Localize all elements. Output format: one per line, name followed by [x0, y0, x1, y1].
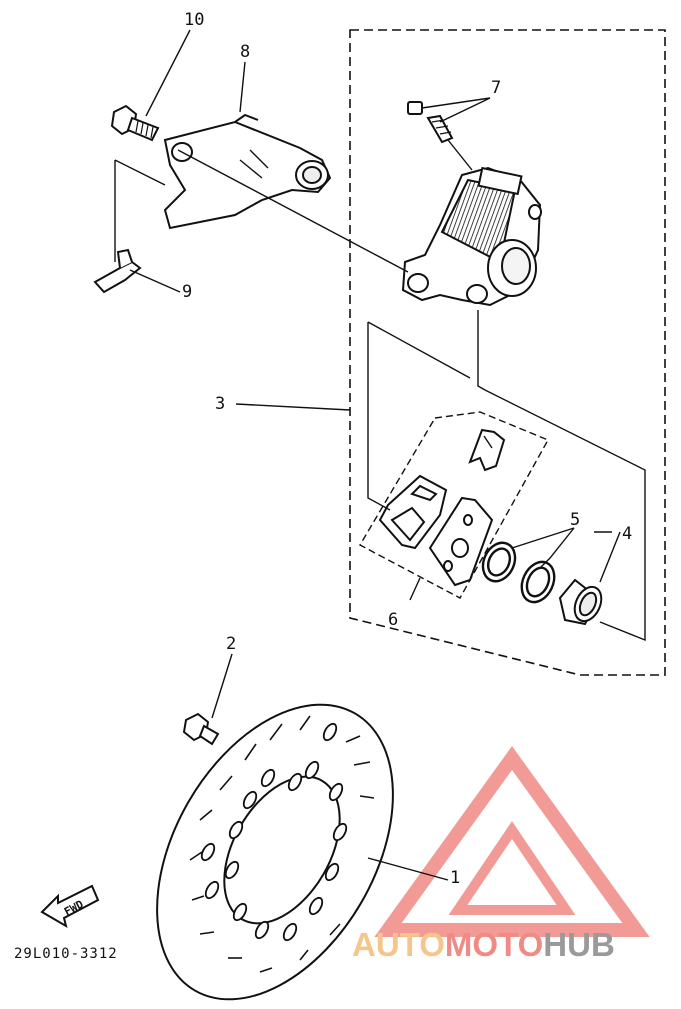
caliper-bracket [163, 113, 332, 230]
disc-bolt [182, 712, 220, 746]
forward-arrow [40, 884, 100, 929]
caliper-body [401, 166, 542, 307]
callout-3: 3 [215, 394, 226, 414]
leader-lines [114, 29, 646, 881]
bracket-bolt [110, 104, 160, 142]
watermark-text: AUTOMOTOHUB [352, 926, 615, 964]
callout-9: 9 [182, 282, 193, 302]
callout-4: 4 [622, 524, 633, 544]
piston-seal-1 [481, 541, 517, 583]
piston-seal-2 [520, 560, 556, 604]
diagram-code: 29L010-3312 [14, 946, 118, 962]
callout-1: 1 [450, 868, 461, 888]
callout-7: 7 [491, 78, 502, 98]
watermark-logo [374, 746, 650, 937]
watermark-hub: HUB [543, 926, 615, 963]
watermark-auto: AUTO [352, 926, 445, 963]
caliper-assembly-box [349, 29, 666, 676]
bleed-screw [407, 101, 454, 144]
brake-pad-inner [378, 474, 448, 550]
pad-spring [468, 428, 506, 472]
callout-2: 2 [226, 634, 237, 654]
caliper-piston [558, 578, 603, 626]
callout-6: 6 [388, 610, 399, 630]
hose-clip [93, 248, 142, 294]
callout-10: 10 [184, 10, 205, 30]
brake-disc [156, 703, 394, 1001]
brake-pad-outer [428, 496, 494, 587]
pad-kit-box [359, 411, 549, 599]
callout-8: 8 [240, 42, 251, 62]
watermark-moto: MOTO [444, 926, 544, 963]
callout-5: 5 [570, 510, 581, 530]
